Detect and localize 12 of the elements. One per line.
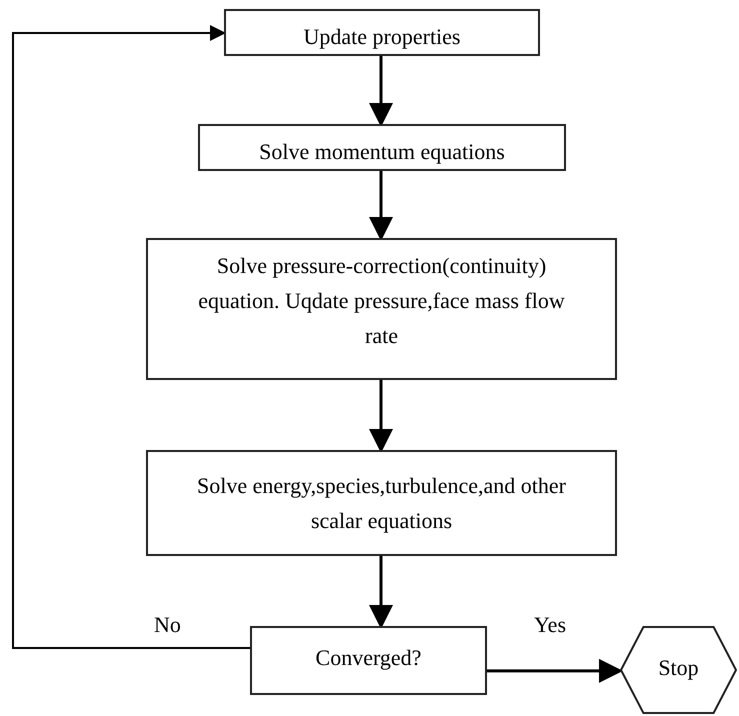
terminal-hexagon: Stop xyxy=(620,626,737,714)
process-box: Solve energy,species,turbulence,and other scalar equations xyxy=(146,450,617,556)
process-box: Solve momentum equations xyxy=(198,124,566,171)
arrow xyxy=(369,556,393,629)
process-box: Update properties xyxy=(224,9,540,56)
arrow xyxy=(12,25,250,649)
process-box: Solve pressure-correction(continuity) equation. Uqdate pressure,face mass flow rate xyxy=(146,238,617,380)
arrow xyxy=(487,658,623,683)
arrow xyxy=(369,56,393,127)
arrow xyxy=(369,380,393,453)
process-box: Converged? xyxy=(250,626,487,695)
arrow xyxy=(369,171,393,241)
